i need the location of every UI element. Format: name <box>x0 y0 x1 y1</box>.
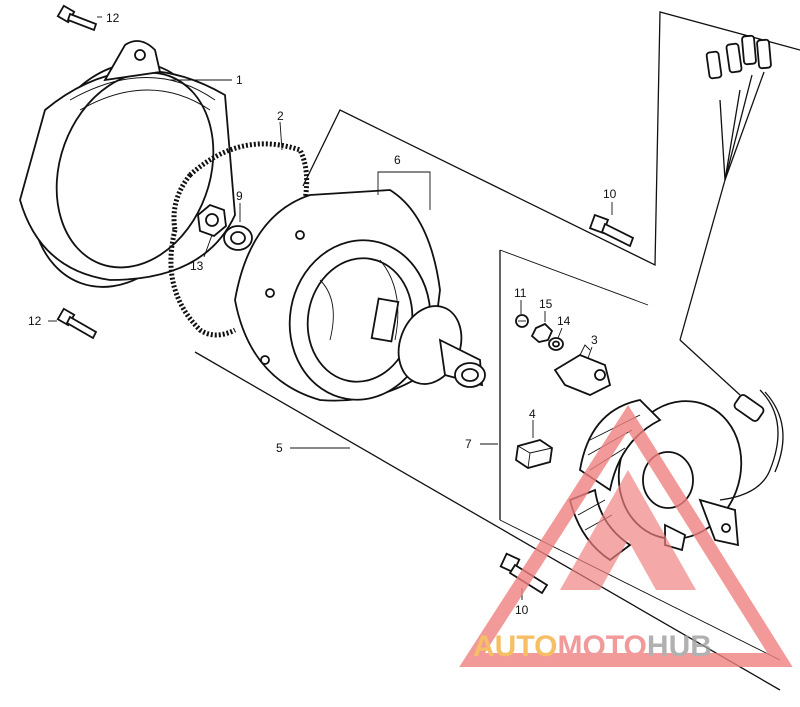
bolt-10-upper <box>588 213 635 248</box>
watermark-moto: MOTO <box>557 630 646 663</box>
watermark-wordmark: AUTOMOTOHUB <box>473 630 712 663</box>
washer-15 <box>530 322 554 343</box>
callout-11: 11 <box>514 286 527 300</box>
callout-2: 2 <box>277 109 284 123</box>
callout-1: 1 <box>236 73 243 87</box>
flywheel-nut <box>197 203 227 238</box>
callout-7: 7 <box>465 437 472 451</box>
callout-14: 14 <box>557 314 571 328</box>
cover-gasket <box>168 141 310 338</box>
watermark-hub: HUB <box>647 630 712 663</box>
callout-4: 4 <box>529 407 536 421</box>
callout-10-lower: 10 <box>515 603 529 617</box>
callout-13: 13 <box>190 259 204 273</box>
flywheel-cover <box>19 40 236 288</box>
bolt-10-lower <box>499 552 549 595</box>
flywheel-rotor <box>234 189 486 402</box>
bolt-12-left <box>56 307 98 340</box>
wire-harness <box>679 34 784 501</box>
callout-3: 3 <box>591 333 598 347</box>
screw-11 <box>515 314 529 328</box>
part-4-block <box>515 439 553 469</box>
watermark-logo: AUTOMOTOHUB <box>459 404 793 667</box>
callout-12-top: 12 <box>106 11 120 25</box>
pulse-generator <box>553 344 612 396</box>
watermark-auto: AUTO <box>473 630 557 663</box>
callout-12-left: 12 <box>28 314 42 328</box>
callout-10-upper: 10 <box>603 187 617 201</box>
watermark-triangle <box>459 404 793 667</box>
washer-14 <box>548 337 564 351</box>
flywheel-washer <box>223 225 253 251</box>
callout-5: 5 <box>276 441 283 455</box>
callout-6: 6 <box>394 153 401 167</box>
callout-9: 9 <box>236 189 243 203</box>
callout-labels: 12 1 2 9 6 13 12 10 11 15 14 3 4 7 5 10 <box>28 11 617 617</box>
bolt-12-top <box>56 4 98 32</box>
callout-15: 15 <box>539 297 553 311</box>
